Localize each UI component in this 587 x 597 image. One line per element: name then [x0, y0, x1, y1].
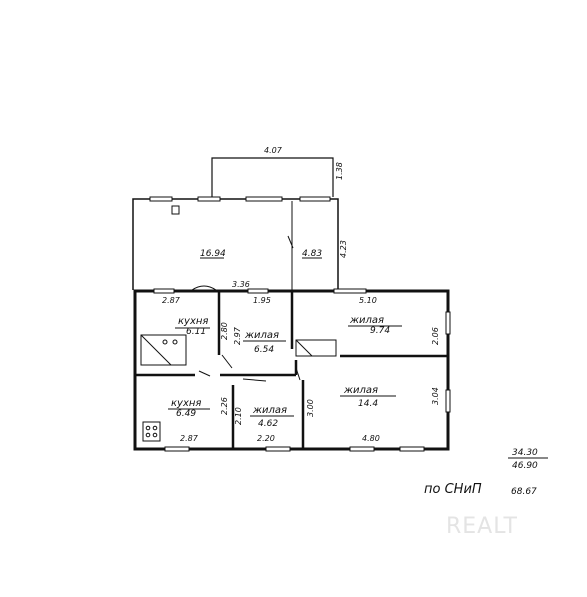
- dim-kitchen1-width: 2.87: [162, 296, 181, 305]
- area-living-small: 4.62: [258, 419, 278, 429]
- stairs-box: [140, 334, 187, 366]
- window: [445, 311, 451, 335]
- watermark-logo: REALT: [446, 514, 518, 539]
- door: [295, 367, 301, 381]
- window: [153, 288, 175, 294]
- stove-icon: [142, 421, 161, 442]
- door: [242, 378, 267, 382]
- area-kitchen1: 6.11: [186, 327, 206, 337]
- total-living-area: 34.30: [512, 448, 538, 458]
- room-name-living-right-top: жилая: [349, 315, 384, 326]
- burner: [172, 339, 178, 345]
- door: [221, 354, 233, 369]
- dim-room-right-width: 5.10: [359, 296, 377, 305]
- dim-big-room-right-height: 3.04: [431, 387, 440, 405]
- burner: [145, 425, 151, 431]
- room-name-living-small: жилая: [252, 405, 287, 416]
- door: [198, 370, 211, 377]
- window: [399, 446, 425, 452]
- window: [149, 196, 173, 202]
- area-living-big: 14.4: [358, 399, 378, 409]
- area-porch: 4.83: [302, 249, 322, 259]
- window: [349, 446, 375, 452]
- door-swing: [191, 285, 217, 291]
- stairs-box: [295, 339, 337, 357]
- window: [164, 446, 190, 452]
- window: [445, 389, 451, 413]
- dim-veranda-side: 4.23: [339, 240, 348, 258]
- dim-top-ext-width: 4.07: [264, 146, 283, 155]
- room-name-kitchen2: кухня: [171, 398, 201, 409]
- top-extension-outline: [211, 157, 334, 197]
- window: [245, 196, 283, 202]
- stairs-diagonal: [295, 339, 313, 357]
- room-name-living-middle: жилая: [244, 330, 279, 341]
- dim-corridor-width: 1.95: [253, 296, 271, 305]
- room-name-kitchen1: кухня: [178, 316, 208, 327]
- burner: [145, 432, 151, 438]
- area-living-right-top: 9.74: [370, 326, 390, 336]
- dim-big-room-width: 4.80: [362, 434, 380, 443]
- area-kitchen2: 6.49: [176, 409, 196, 419]
- veranda-door: [287, 235, 294, 249]
- total-area: 46.90: [512, 461, 538, 471]
- room-name-living-big: жилая: [343, 385, 378, 396]
- snip-area: 68.67: [511, 487, 537, 497]
- window: [247, 288, 269, 294]
- dim-kitchen1-height: 2.80: [220, 322, 229, 340]
- burner: [162, 339, 168, 345]
- dim-wall-gap: 3.36: [232, 280, 250, 289]
- veranda-wall: [132, 198, 339, 290]
- area-veranda: 16.94: [200, 249, 226, 259]
- window: [333, 288, 367, 294]
- burner: [152, 432, 158, 438]
- dim-big-room-left-height: 3.00: [306, 399, 315, 417]
- dim-small-room-height: 2.10: [234, 407, 243, 425]
- window: [265, 446, 291, 452]
- dim-kitchen2-height: 2.26: [220, 397, 229, 415]
- dim-room-right-height: 2.06: [431, 327, 440, 345]
- stairs-diagonal: [140, 334, 172, 366]
- dim-kitchen2-width: 2.87: [180, 434, 199, 443]
- window: [299, 196, 331, 202]
- dim-small-room-width: 2.20: [257, 434, 275, 443]
- window: [197, 196, 221, 202]
- snip-label: по СНиП: [424, 482, 482, 497]
- stove-icon: [171, 205, 180, 215]
- area-living-middle: 6.54: [254, 345, 274, 355]
- dim-middle-height: 2.97: [233, 326, 242, 345]
- burner: [152, 425, 158, 431]
- dim-top-ext-height: 1.38: [335, 162, 344, 180]
